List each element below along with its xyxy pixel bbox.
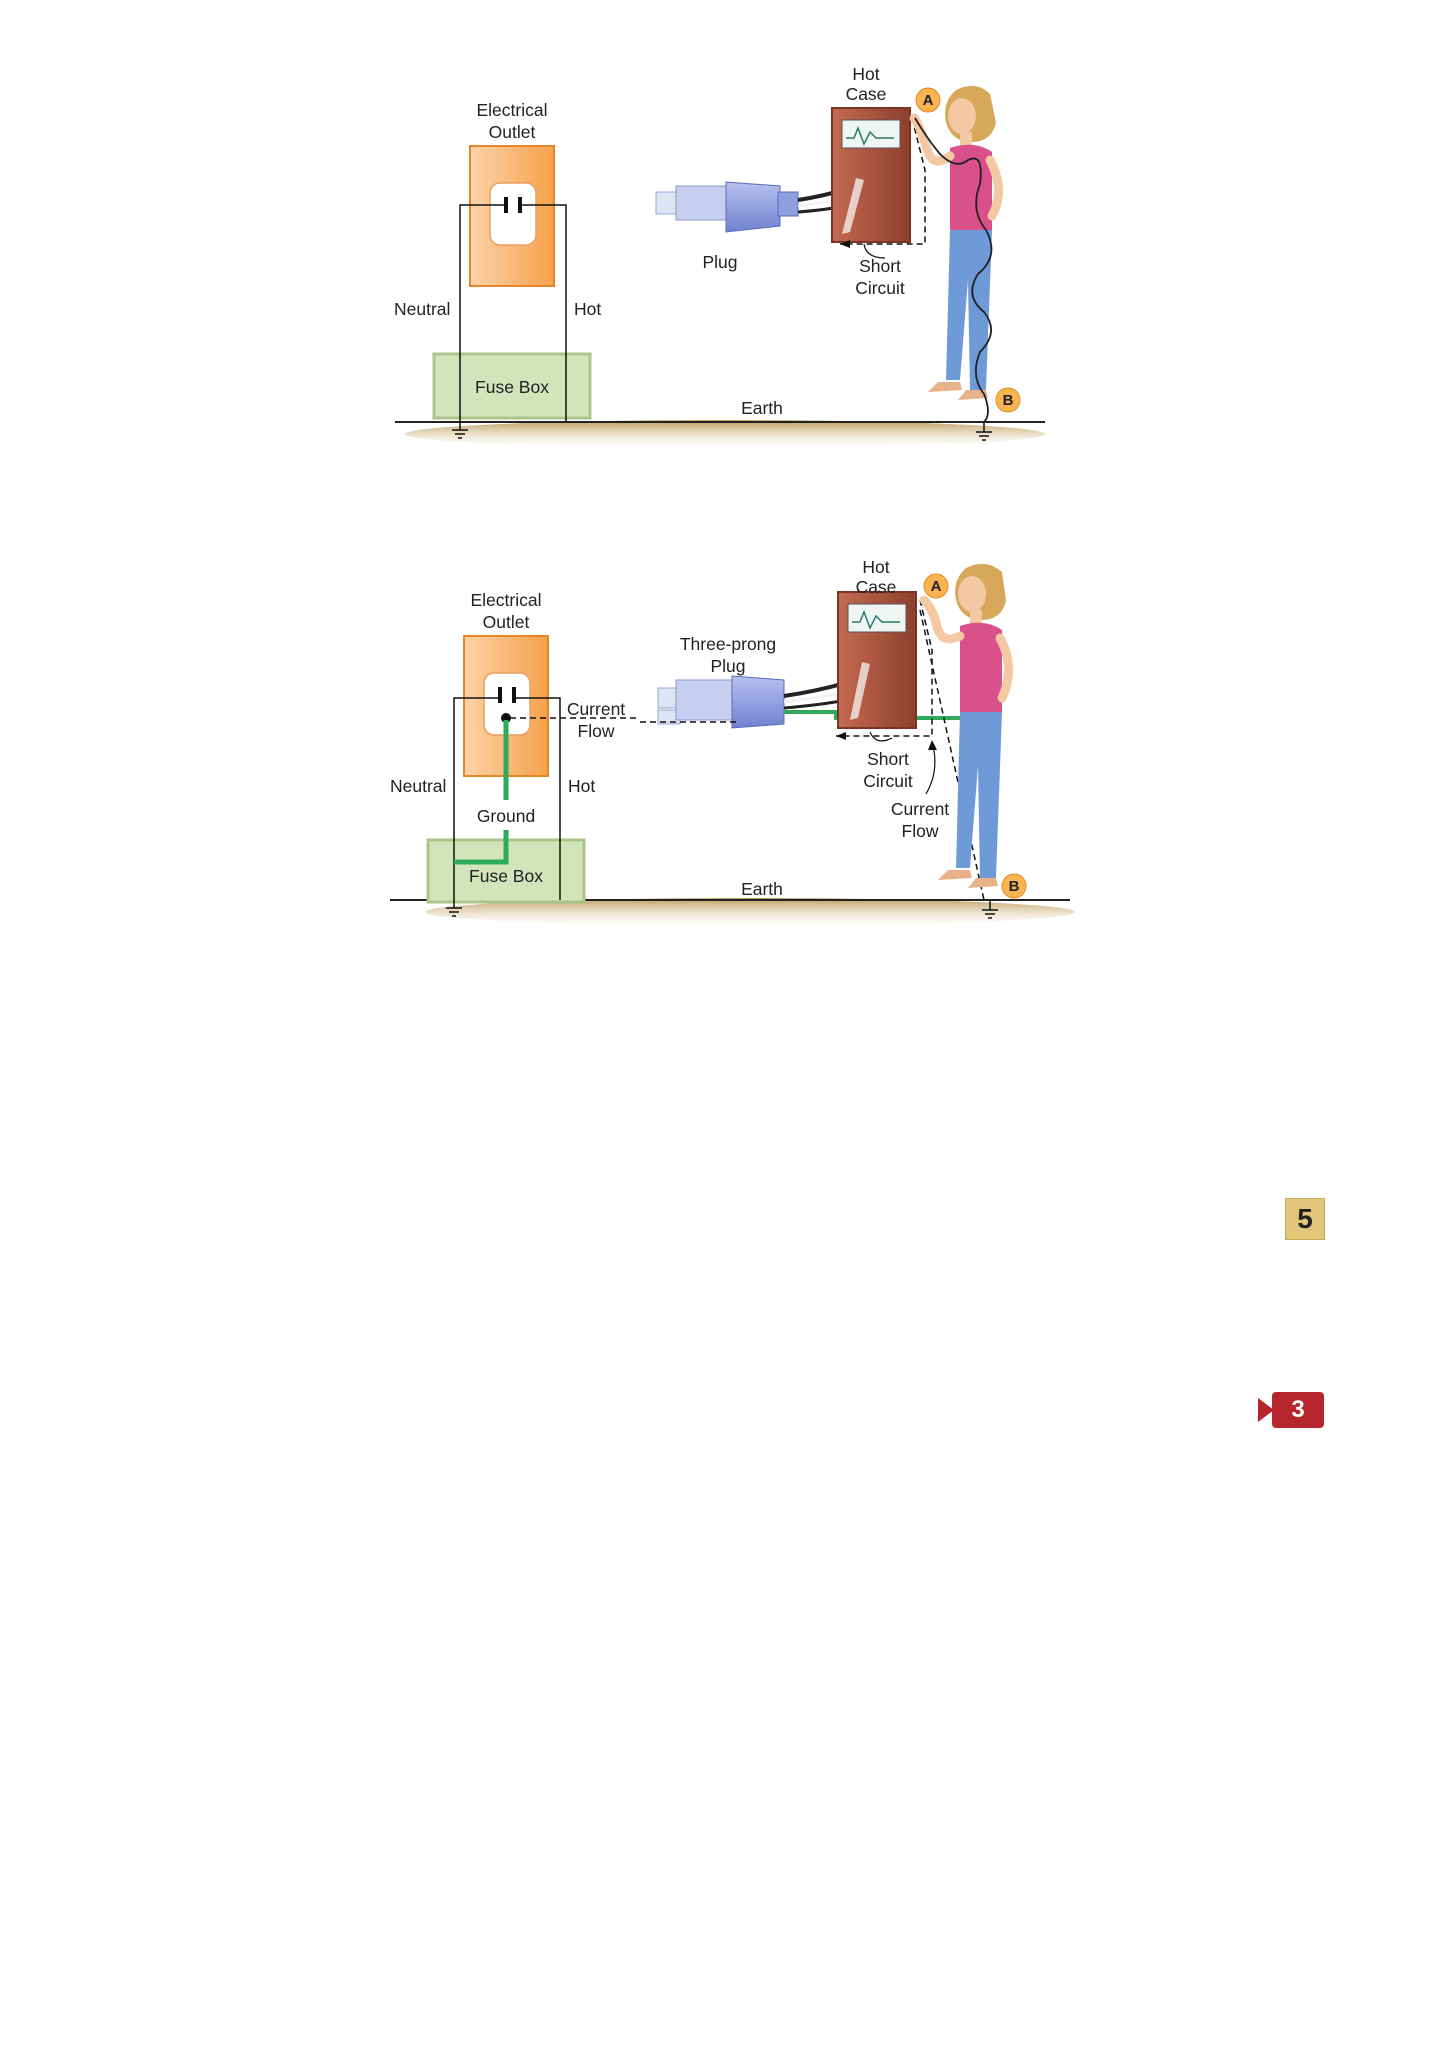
person-figure [919,563,1014,888]
neutral-hot-wiring [453,697,561,900]
label-current-flow-right-line1: Current [891,799,949,819]
short-circuit-leader [869,731,893,742]
label-outlet-line2: Outlet [489,122,536,142]
label-current-flow-left-line2: Flow [578,721,615,741]
neutral-hot-wiring [459,204,567,422]
video-number-label: 3 [1272,1392,1324,1428]
label-plug-line2: Plug [710,656,745,676]
label-short-circuit-line2: Circuit [863,771,913,791]
label-plug-line1: Three-prong [680,634,776,654]
marker-a-label: A [931,578,942,595]
earth-ground [395,420,1045,448]
label-neutral: Neutral [394,299,450,319]
label-hot-case-line2: Case [846,84,887,104]
label-earth: Earth [741,879,783,899]
label-neutral: Neutral [390,776,446,796]
short-circuit-path [836,599,985,901]
label-outlet-line1: Electrical [471,590,542,610]
ground-symbol-left [446,900,462,917]
page-number-badge: 5 [1285,1198,1325,1240]
marker-b-label: B [1003,392,1014,409]
short-circuit-path [840,117,926,245]
short-circuit-arrow [840,240,850,248]
label-outlet-line2: Outlet [483,612,530,632]
label-ground: Ground [477,806,535,826]
label-hot-case-line1: Hot [862,557,889,577]
appliance-case [831,107,911,243]
label-earth: Earth [741,398,783,418]
marker-b: B [1001,873,1027,899]
ground-wire [454,720,509,865]
appliance-case [837,591,917,729]
marker-a: A [923,573,949,599]
short-circuit-leader [863,243,886,259]
label-short-circuit-line2: Circuit [855,278,905,298]
marker-a: A [915,87,941,113]
label-hot: Hot [574,299,601,319]
label-short-circuit-line1: Short [867,749,909,769]
figure-top-ungrounded: A B Electrical Outlet Neutral Hot Fuse B… [394,64,1045,448]
current-flow-arrow [928,740,937,750]
label-hot-case-line1: Hot [852,64,879,84]
marker-a-label: A [923,92,934,109]
label-current-flow-left-line1: Current [567,699,625,719]
label-fuse-box: Fuse Box [475,377,549,397]
ground-symbol-right [976,422,992,441]
label-current-flow-right-line2: Flow [902,821,939,841]
body-current-path [914,117,993,423]
person-figure [909,85,1003,400]
marker-b-label: B [1009,878,1020,895]
three-prong-plug [657,664,976,729]
short-circuit-arrow [836,732,846,740]
label-hot: Hot [568,776,595,796]
ground-symbol-right [982,900,998,919]
figure-bottom-grounded: A B Electrical Outlet Neutral Hot Ground… [390,557,1075,926]
label-plug: Plug [702,252,737,272]
ground-symbol-left [452,422,468,439]
electrical-outlet [469,145,555,287]
label-outlet-line1: Electrical [477,100,548,120]
label-fuse-box: Fuse Box [469,866,543,886]
video-badge[interactable]: 3 [1258,1392,1324,1428]
label-hot-case-line2: Case [856,577,897,597]
marker-b: B [995,387,1021,413]
video-play-icon [1258,1398,1274,1422]
label-short-circuit-line1: Short [859,256,901,276]
